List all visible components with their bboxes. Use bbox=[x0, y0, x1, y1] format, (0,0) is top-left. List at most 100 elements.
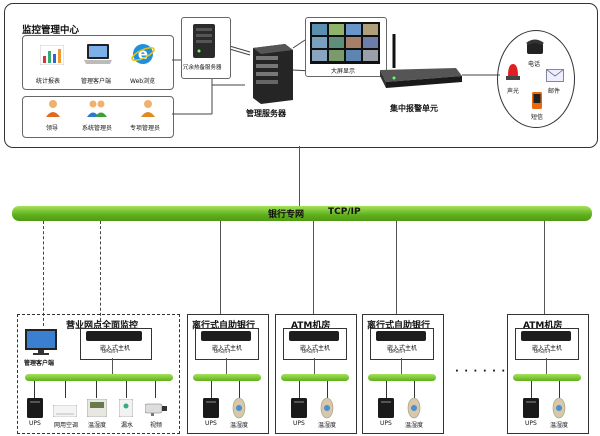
leader-user-icon bbox=[45, 99, 61, 117]
branch-1-device-3: 温湿度 bbox=[88, 422, 107, 429]
sms-phone-icon bbox=[532, 92, 542, 109]
leader-label: 领导 bbox=[46, 125, 59, 132]
backup-server-label: 冗余热备服务器 bbox=[183, 65, 222, 71]
branch-1-bus bbox=[25, 374, 173, 381]
web-browser-icon[interactable]: e bbox=[131, 42, 155, 66]
branch-5-host-model: UPS/n-I bbox=[534, 350, 551, 355]
network-label: 银行专网 bbox=[268, 210, 305, 220]
branch-3-bus bbox=[281, 374, 349, 381]
network-protocol: TCP/IP bbox=[328, 207, 361, 217]
branch-1-device-5: 视频 bbox=[150, 422, 163, 429]
branch-5-stick-2 bbox=[559, 381, 560, 398]
branch-1-box bbox=[17, 314, 180, 434]
branch-3-ups-icon bbox=[291, 398, 307, 418]
branch-5-temp-icon bbox=[552, 397, 566, 419]
mgmt-client-label: 管理客户端 bbox=[81, 78, 112, 85]
drop-branch-2 bbox=[220, 221, 221, 316]
branch-3-stick-2 bbox=[327, 381, 328, 398]
notification-ellipse bbox=[497, 30, 575, 128]
branch-4-title: 离行式自助银行 bbox=[367, 321, 431, 331]
branch-4-device-1: UPS bbox=[380, 420, 392, 427]
ups-icon bbox=[27, 398, 43, 418]
sms-label: 短信 bbox=[531, 114, 544, 121]
branch-4-host-device[interactable] bbox=[376, 331, 426, 341]
video-wall-icon[interactable] bbox=[310, 22, 380, 64]
alarm-unit-label: 集中报警单元 bbox=[390, 104, 438, 113]
sound-light-label: 声光 bbox=[507, 88, 520, 95]
branch-1-title: 营业网点全面监控 bbox=[66, 321, 139, 331]
branch-1-stick-5 bbox=[155, 381, 156, 398]
branch-4-stick-2 bbox=[414, 381, 415, 398]
drop-branch-4 bbox=[396, 221, 397, 316]
branch-2-host-link bbox=[226, 358, 227, 375]
subadmin-label: 专项管理员 bbox=[130, 125, 161, 132]
branch-3-device-2: 温湿度 bbox=[318, 422, 337, 429]
branch-5-host-link bbox=[546, 358, 547, 375]
branch-2-host-device[interactable] bbox=[201, 331, 251, 341]
branch-1-stick-3 bbox=[96, 381, 97, 398]
branch-1-host-model: UPS/n-I bbox=[102, 350, 119, 355]
branch-1-host-device[interactable] bbox=[86, 331, 142, 341]
camera-icon bbox=[144, 401, 167, 416]
branch-2-bus bbox=[193, 374, 261, 381]
big-screen-label: 大屏显示 bbox=[331, 68, 356, 75]
sysadmin-label: 系统管理员 bbox=[82, 125, 113, 132]
branch-4-temp-icon bbox=[407, 397, 421, 419]
temp-humidity-sensor-icon bbox=[86, 398, 108, 418]
branch-1-stick-4 bbox=[126, 381, 127, 398]
branch-4-device-2: 温湿度 bbox=[405, 422, 424, 429]
branch-3-host-label: 嵌入式主机 bbox=[300, 345, 331, 352]
branch-3-host-device[interactable] bbox=[289, 331, 339, 341]
branch-2-host-model: UPS/n-I bbox=[214, 350, 231, 355]
phone-label: 电话 bbox=[528, 61, 541, 68]
monitor-icon[interactable] bbox=[24, 328, 58, 356]
laptop-icon[interactable] bbox=[83, 43, 113, 67]
dashed-link-2 bbox=[100, 221, 101, 326]
water-leak-sensor-icon bbox=[118, 398, 134, 418]
mail-label: 邮件 bbox=[548, 88, 561, 95]
branch-1-host-link bbox=[112, 358, 113, 375]
branch-2-temp-icon bbox=[232, 397, 246, 419]
branch-2-device-2: 温湿度 bbox=[230, 422, 249, 429]
management-server-icon[interactable] bbox=[245, 42, 295, 104]
subadmin-user-icon bbox=[140, 99, 156, 117]
center-uplink bbox=[299, 146, 300, 208]
branch-2-stick-1 bbox=[211, 381, 212, 398]
branch-2-device-1: UPS bbox=[205, 420, 217, 427]
alarm-light-icon bbox=[505, 62, 521, 80]
branch-5-host-label: 嵌入式主机 bbox=[532, 345, 563, 352]
drop-branch-5 bbox=[544, 221, 545, 316]
branch-3-host-model: UPS/n-I bbox=[302, 350, 319, 355]
branch-1-client-label: 管理客户端 bbox=[24, 360, 55, 367]
branch-5-device-1: UPS bbox=[525, 420, 537, 427]
branch-3-temp-icon bbox=[320, 397, 334, 419]
branch-4-ups-icon bbox=[378, 398, 394, 418]
branch-4-stick-1 bbox=[386, 381, 387, 398]
dashed-link-1 bbox=[43, 221, 44, 326]
sysadmin-users-icon bbox=[86, 99, 108, 117]
branch-4-host-label: 嵌入式主机 bbox=[387, 345, 418, 352]
alarm-unit-icon[interactable] bbox=[372, 32, 464, 92]
branch-1-stick-1 bbox=[34, 381, 35, 398]
branch-5-ups-icon bbox=[523, 398, 539, 418]
branch-5-stick-1 bbox=[531, 381, 532, 398]
phone-icon bbox=[525, 38, 545, 54]
backup-server-icon[interactable] bbox=[193, 24, 215, 58]
branch-1-host-label: 嵌入式主机 bbox=[100, 345, 131, 352]
branch-5-device-2: 温湿度 bbox=[550, 422, 569, 429]
more-branches-ellipsis: · · · · · · bbox=[455, 366, 507, 377]
branch-2-title: 离行式自助银行 bbox=[192, 321, 256, 331]
air-conditioner-icon bbox=[52, 402, 78, 418]
branch-5-title: ATM机房 bbox=[523, 321, 563, 331]
branch-2-ups-icon bbox=[203, 398, 219, 418]
branch-5-host-device[interactable] bbox=[521, 331, 571, 341]
web-label: Web浏览 bbox=[130, 78, 156, 85]
branch-2-stick-2 bbox=[239, 381, 240, 398]
drop-branch-3 bbox=[313, 221, 314, 316]
branch-1-device-2: 网用空调 bbox=[54, 422, 79, 429]
branch-4-bus bbox=[368, 374, 436, 381]
center-title: 监控管理中心 bbox=[22, 25, 80, 36]
branch-1-device-4: 漏水 bbox=[121, 422, 134, 429]
branch-3-title: ATM机房 bbox=[291, 321, 331, 331]
branch-4-host-link bbox=[401, 358, 402, 375]
